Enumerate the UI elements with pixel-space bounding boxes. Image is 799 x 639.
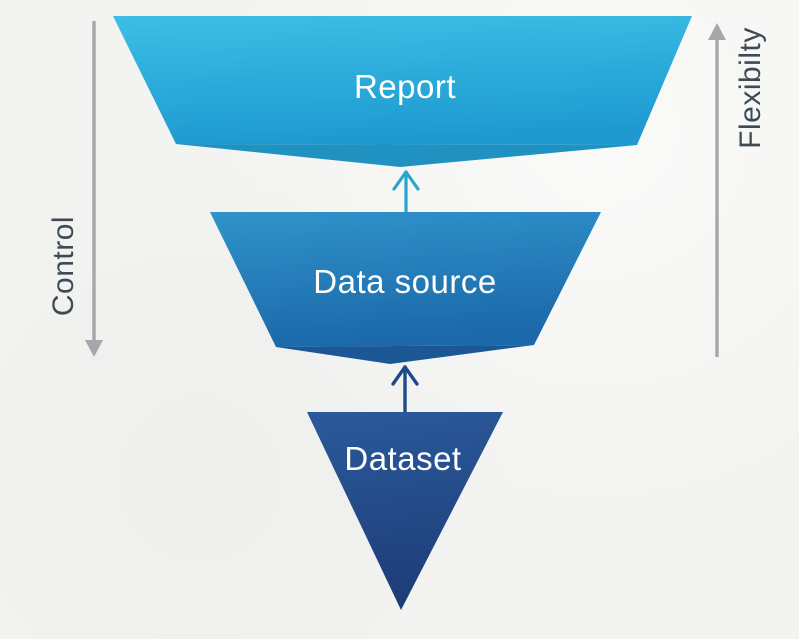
report-trapezoid — [113, 16, 692, 145]
flexibility-label: Flexibilty — [734, 27, 767, 149]
arrow-down-icon-control — [85, 340, 103, 357]
datasource-trapezoid — [210, 212, 601, 347]
flexibility-axis: Flexibilty — [708, 23, 767, 357]
datasource-fold — [276, 345, 534, 364]
dataset-label: Dataset — [344, 440, 461, 477]
funnel-layer-datasource: Data source — [210, 212, 601, 364]
funnel-layer-report: Report — [113, 16, 692, 167]
arrow-up-icon-flexibility — [708, 23, 726, 40]
arrow-up-icon-report — [392, 170, 420, 214]
datasource-label: Data source — [313, 263, 496, 300]
report-fold — [176, 144, 637, 167]
funnel-layer-dataset: Dataset — [307, 412, 503, 610]
arrow-up-icon-datasource — [391, 365, 419, 413]
report-label: Report — [354, 68, 456, 105]
control-label: Control — [47, 216, 80, 316]
control-axis: Control — [47, 21, 103, 357]
dataset-triangle — [307, 412, 503, 610]
